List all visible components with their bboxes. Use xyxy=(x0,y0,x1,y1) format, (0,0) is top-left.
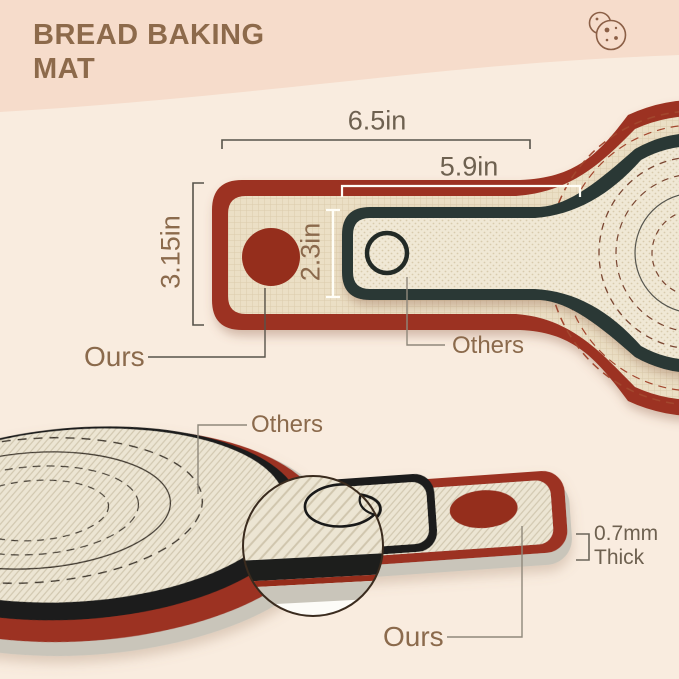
page-title-line1: BREAD BAKING xyxy=(33,19,265,51)
bracket-6-5in xyxy=(221,139,531,149)
leader-others-top xyxy=(406,277,445,346)
bracket-0-7mm xyxy=(576,533,590,561)
bracket-5-9in xyxy=(340,184,582,197)
cookies-icon xyxy=(588,11,627,51)
thickness-annotation: 0.7mm Thick xyxy=(594,522,658,570)
dimension-total-height: 3.15in xyxy=(155,215,186,289)
top-diagram-others-mat xyxy=(342,134,679,372)
bracket-3-15in xyxy=(192,182,204,326)
label-others-top: Others xyxy=(452,332,525,359)
ours-hang-hole-bottom xyxy=(449,490,518,529)
leader-ours-bottom xyxy=(447,526,523,638)
label-ours-top: Ours xyxy=(84,341,145,372)
label-ours-bottom: Ours xyxy=(383,621,444,652)
page-title: BREAD BAKING MAT xyxy=(33,18,265,86)
dimension-others-width: 5.9in xyxy=(439,151,499,182)
others-hang-hole xyxy=(364,230,410,276)
thickness-word: Thick xyxy=(594,546,645,569)
ours-hang-hole xyxy=(242,228,300,286)
dimension-total-width: 6.5in xyxy=(347,105,407,136)
bracket-2-3in xyxy=(326,208,340,299)
leader-others-bottom xyxy=(197,424,247,494)
background-top-band xyxy=(0,0,679,112)
dimension-others-height: 2.3in xyxy=(295,222,326,282)
page-title-line2: MAT xyxy=(33,53,96,85)
thickness-magnifier xyxy=(242,475,384,617)
thickness-value: 0.7mm xyxy=(594,522,659,545)
leader-ours-top xyxy=(148,288,266,358)
label-others-bottom: Others xyxy=(251,411,324,438)
